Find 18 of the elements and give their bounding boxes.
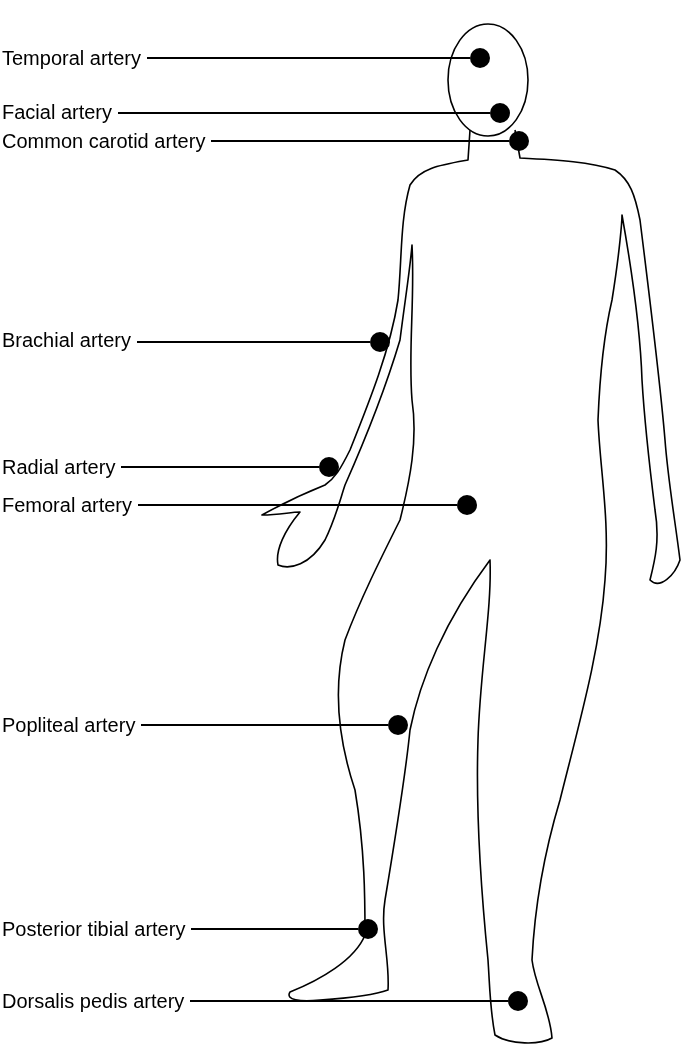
leader-line [190, 928, 359, 930]
leader-line [137, 504, 458, 506]
artery-label: Popliteal artery [2, 713, 136, 738]
leader-line [140, 724, 389, 726]
artery-label: Facial artery [2, 100, 113, 125]
leader-line [120, 466, 320, 468]
artery-label: Femoral artery [2, 493, 133, 518]
artery-label: Posterior tibial artery [2, 917, 186, 942]
leader-line [136, 341, 371, 343]
artery-label: Common carotid artery [2, 129, 206, 154]
leader-line [210, 140, 510, 142]
artery-label: Radial artery [2, 455, 116, 480]
leader-line [117, 112, 491, 114]
leader-line [189, 1000, 509, 1002]
artery-label: Temporal artery [2, 46, 141, 71]
artery-label: Dorsalis pedis artery [2, 989, 185, 1014]
leader-line [146, 57, 471, 59]
artery-label: Brachial artery [2, 328, 131, 353]
